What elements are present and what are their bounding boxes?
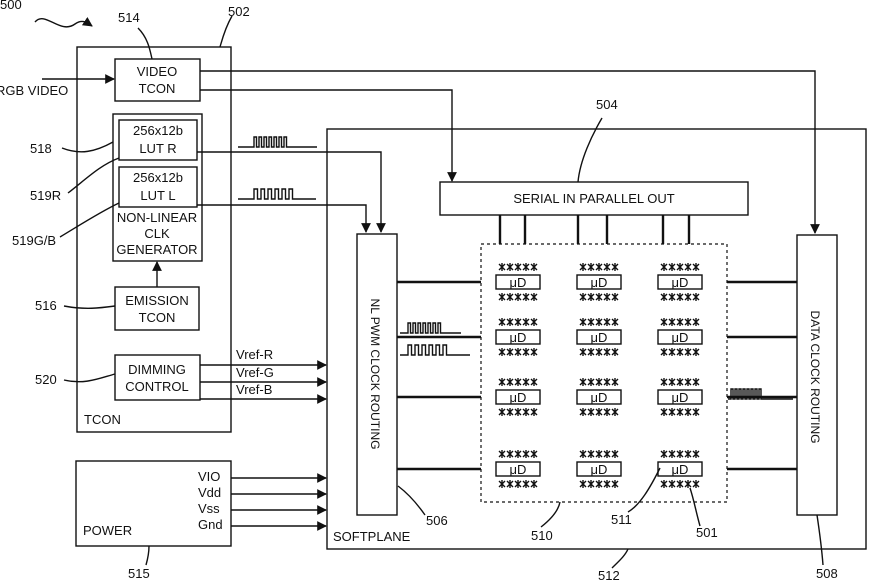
array-ref: 510	[531, 528, 553, 543]
nl-clk-line1: NON-LINEAR	[117, 210, 197, 225]
nl-pwm-ref: 506	[426, 513, 448, 528]
micro-driver-cell: μD	[577, 378, 621, 416]
data-clock-ref: 508	[816, 566, 838, 580]
micro-driver-label: μD	[591, 330, 608, 345]
softplane-ref: 512	[598, 568, 620, 580]
dimming-ref: 520	[35, 372, 57, 387]
lut-l-line1: 256x12b	[133, 170, 183, 185]
micro-driver-label: μD	[672, 275, 689, 290]
nl-clk-ref: 518	[30, 141, 52, 156]
pwm-waveform-l	[238, 189, 316, 199]
micro-driver-cell: μD	[658, 378, 702, 416]
video-tcon-ref: 514	[118, 10, 140, 25]
micro-driver-cell: μD	[496, 378, 540, 416]
figure-number: 500	[0, 0, 22, 12]
micro-driver-label: μD	[510, 390, 527, 405]
micro-driver-label: μD	[672, 390, 689, 405]
figure-pointer	[35, 19, 92, 27]
power-label: POWER	[83, 523, 132, 538]
nl-pwm-label: NL PWM CLOCK ROUTING	[368, 299, 382, 450]
micro-driver-cell: μD	[577, 263, 621, 301]
video-tcon-line2: TCON	[139, 81, 176, 96]
led-ref: 501	[696, 525, 718, 540]
micro-driver-label: μD	[672, 462, 689, 477]
rail-vdd: Vdd	[198, 485, 221, 500]
micro-driver-cell: μD	[496, 263, 540, 301]
nl-clk-line2: CLK	[144, 226, 170, 241]
lut-r-ref: 519R	[30, 188, 61, 203]
pwm-waveform-r	[238, 137, 317, 147]
vref-b-label: Vref-B	[236, 382, 272, 397]
dimming-line1: DIMMING	[128, 362, 186, 377]
video-tcon-line1: VIDEO	[137, 64, 177, 79]
rail-gnd: Gnd	[198, 517, 223, 532]
micro-driver-cell: μD	[496, 450, 540, 488]
micro-driver-cell: μD	[658, 263, 702, 301]
emission-ref: 516	[35, 298, 57, 313]
vref-r-label: Vref-R	[236, 347, 273, 362]
data-clock-label: DATA CLOCK ROUTING	[808, 311, 822, 444]
sipo-label: SERIAL IN PARALLEL OUT	[513, 191, 674, 206]
tcon-label: TCON	[84, 412, 121, 427]
micro-driver-cell: μD	[658, 450, 702, 488]
dimming-line2: CONTROL	[125, 379, 189, 394]
lut-r-line2: LUT R	[139, 141, 176, 156]
micro-driver-cell: μD	[658, 318, 702, 356]
emission-line1: EMISSION	[125, 293, 189, 308]
micro-driver-label: μD	[672, 330, 689, 345]
micro-driver-cell: μD	[496, 318, 540, 356]
lut-l-ref: 519G/B	[12, 233, 56, 248]
micro-driver-label: μD	[591, 462, 608, 477]
pwm-pulse-train	[238, 137, 317, 147]
nl-clk-line3: GENERATOR	[116, 242, 197, 257]
micro-driver-label: μD	[591, 275, 608, 290]
pwm-pulse-train	[238, 189, 316, 199]
micro-driver-label: μD	[510, 330, 527, 345]
lut-l-line2: LUT L	[140, 188, 175, 203]
power-ref: 515	[128, 566, 150, 580]
micro-driver-label: μD	[591, 390, 608, 405]
emission-line2: TCON	[139, 310, 176, 325]
micro-driver-cell: μD	[577, 450, 621, 488]
input-label: RGB VIDEO	[0, 83, 68, 98]
lut-r-line1: 256x12b	[133, 123, 183, 138]
sipo-ref: 504	[596, 97, 618, 112]
micro-driver-cell: μD	[577, 318, 621, 356]
vref-g-label: Vref-G	[236, 365, 274, 380]
softplane-label: SOFTPLANE	[333, 529, 411, 544]
chip-ref: 511	[611, 512, 632, 527]
rail-vss: Vss	[198, 501, 220, 516]
micro-driver-label: μD	[510, 275, 527, 290]
rail-vio: VIO	[198, 469, 220, 484]
micro-driver-label: μD	[510, 462, 527, 477]
